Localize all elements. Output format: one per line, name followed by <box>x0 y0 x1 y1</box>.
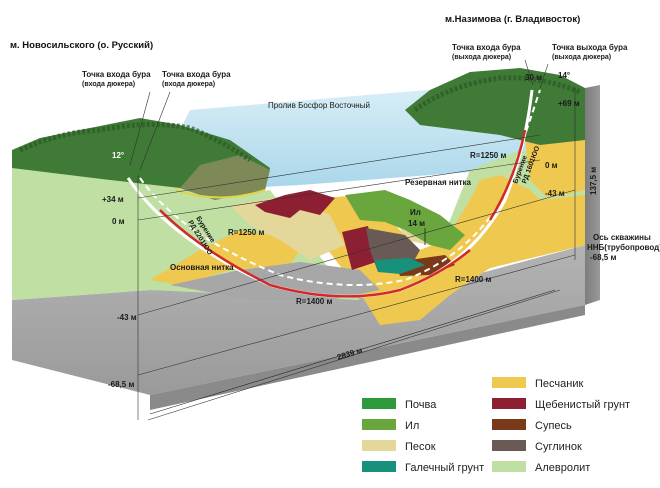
silt-label: Ил <box>410 208 421 217</box>
sandstone-left-band <box>150 230 300 285</box>
reserve-thread-label: Резервная нитка <box>405 178 472 187</box>
legend-label-soil: Почва <box>405 399 437 411</box>
axis-label-1: Ось скважины <box>593 233 651 242</box>
radius-right-upper: R=1250 м <box>470 151 506 160</box>
legend-swatch-silt <box>362 419 396 430</box>
legend-swatch-sand <box>362 440 396 451</box>
left-angle-label: 12° <box>112 151 124 160</box>
legend-label-sand: Песок <box>405 441 436 453</box>
elev-left-mid: -43 м <box>117 313 137 322</box>
left-entry-1-sub: (входа дюкера) <box>82 81 135 88</box>
main-thread-label: Основная нитка <box>170 263 234 272</box>
left-entry-2-sub: (входа дюкера) <box>162 81 215 88</box>
bedrock-side <box>150 305 585 410</box>
right-exit-sub: (выхода дюкера) <box>552 54 611 61</box>
legend-swatch-siltstone <box>492 461 526 472</box>
right-bore-red <box>488 129 527 221</box>
left-coastline-yellow <box>174 189 266 199</box>
right-cape-label: м.Назимова (г. Владивосток) <box>445 14 580 25</box>
elev-right-zero: 0 м <box>545 161 558 170</box>
legend-swatch-soil <box>362 398 396 409</box>
elev-left-bottom: -68,5 м <box>108 380 134 389</box>
legend-label-gravel: Галечный грунт <box>405 462 484 474</box>
axis-label-2: ННБ(трубопровод) <box>587 243 660 252</box>
left-entry-2-label: Точка входа бура <box>162 70 231 79</box>
bedrock-block <box>12 245 585 395</box>
elev-left-zero: 0 м <box>112 217 125 226</box>
left-entry-1-label: Точка входа бура <box>82 70 151 79</box>
crushed-stone-mid <box>342 226 376 270</box>
gravel-layer <box>375 258 425 274</box>
legend-label-silt: Ил <box>405 420 419 432</box>
measurement-lines <box>129 59 576 421</box>
legend-swatch-sandstone <box>492 377 526 388</box>
left-forest-texture <box>18 121 252 163</box>
span-line <box>149 289 556 415</box>
sandstone-right-top <box>525 140 585 198</box>
grey-strata <box>170 262 380 300</box>
elev-right-top: +69 м <box>558 99 580 108</box>
radius-right-lower: R=1400 м <box>455 275 491 284</box>
left-cape-label: м. Новосильского (о. Русский) <box>10 40 153 51</box>
legend-label-loam: Суглинок <box>535 441 582 453</box>
silt-layer <box>345 190 465 250</box>
main-bore-red <box>159 209 471 298</box>
elev-left-top: +34 м <box>102 195 124 204</box>
right-angle-label: 14° <box>558 71 570 80</box>
silt-depth: 14 м <box>408 219 425 228</box>
legend-label-sandyloam: Супесь <box>535 420 572 432</box>
radius-left-lower: R=1400 м <box>296 297 332 306</box>
right-exit-label: Точка выхода бура <box>552 43 628 52</box>
left-cliff-face <box>180 155 270 200</box>
legend-swatch-loam <box>492 440 526 451</box>
legend-swatch-gravel <box>362 461 396 472</box>
legend-label-sandstone: Песчаник <box>535 378 583 390</box>
legend-swatch-sandyloam <box>492 419 526 430</box>
elev-right-height: 137,5 м <box>589 167 598 195</box>
legend-swatch-crushed <box>492 398 526 409</box>
legend-label-siltstone: Алевролит <box>535 462 590 474</box>
legend-label-crushed: Щебенистый грунт <box>535 399 630 411</box>
right-side-face <box>585 85 600 305</box>
right-forest-texture <box>413 75 581 113</box>
legend: Почва Ил Песок Галечный грунт Песчаник Щ… <box>362 377 630 474</box>
strait-label: Пролив Босфор Восточный <box>268 101 370 110</box>
elev-right-mid: -43 м <box>545 189 565 198</box>
elev-right-bottom: -68,5 м <box>590 253 616 262</box>
crushed-stone-top <box>255 190 335 218</box>
radius-left-upper: R=1250 м <box>228 228 264 237</box>
right-gap-label: 30 м <box>525 73 542 82</box>
right-entry-label: Точка входа бура <box>452 43 521 52</box>
right-entry-sub: (выхода дюкера) <box>452 54 511 61</box>
